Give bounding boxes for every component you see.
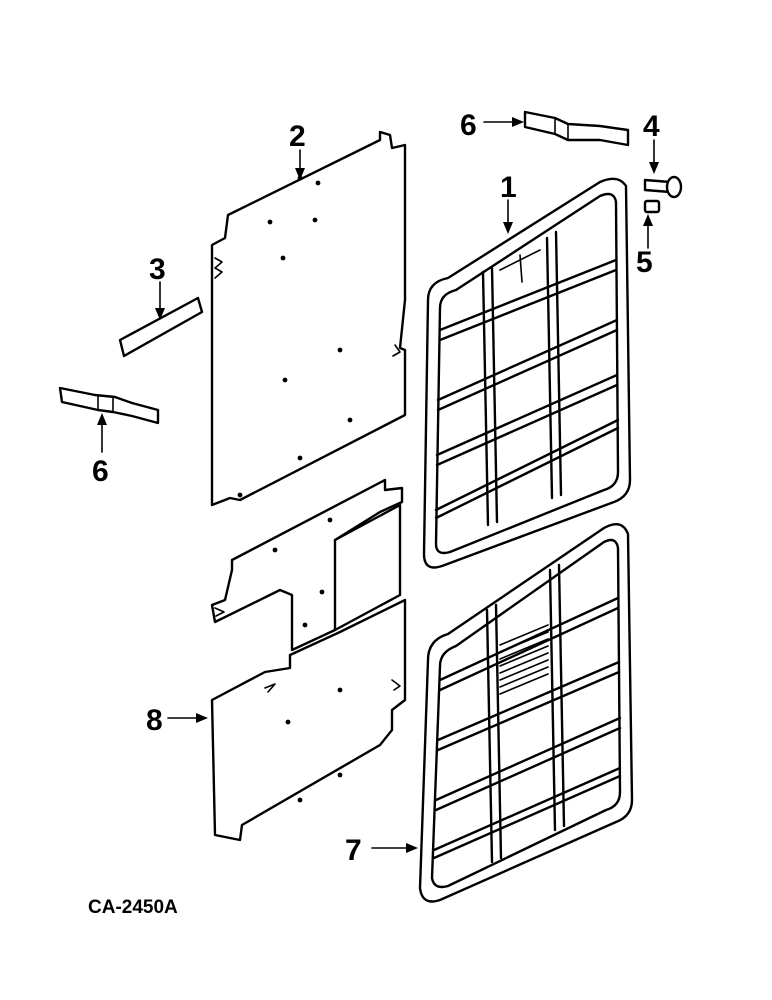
callout-3: 3 xyxy=(149,253,166,286)
figure-code: CA-2450A xyxy=(88,897,178,918)
leader-lines xyxy=(97,117,659,853)
callout-2: 2 xyxy=(289,120,306,153)
callout-6-left: 6 xyxy=(92,455,109,488)
bolt xyxy=(643,175,683,199)
callout-1: 1 xyxy=(500,171,517,204)
upper-seal-panel xyxy=(210,130,407,507)
bracket-right xyxy=(523,110,630,147)
nut xyxy=(643,199,661,214)
callout-5: 5 xyxy=(636,246,653,279)
bracket-left xyxy=(58,386,160,425)
callout-4: 4 xyxy=(643,110,660,143)
filler-plate xyxy=(118,296,204,358)
callout-8: 8 xyxy=(146,704,163,737)
callout-7: 7 xyxy=(345,834,362,867)
callout-6-right: 6 xyxy=(460,109,477,142)
lower-seal-panel xyxy=(210,478,407,842)
lower-grille-frame xyxy=(418,522,634,903)
upper-grille-frame xyxy=(422,177,632,569)
